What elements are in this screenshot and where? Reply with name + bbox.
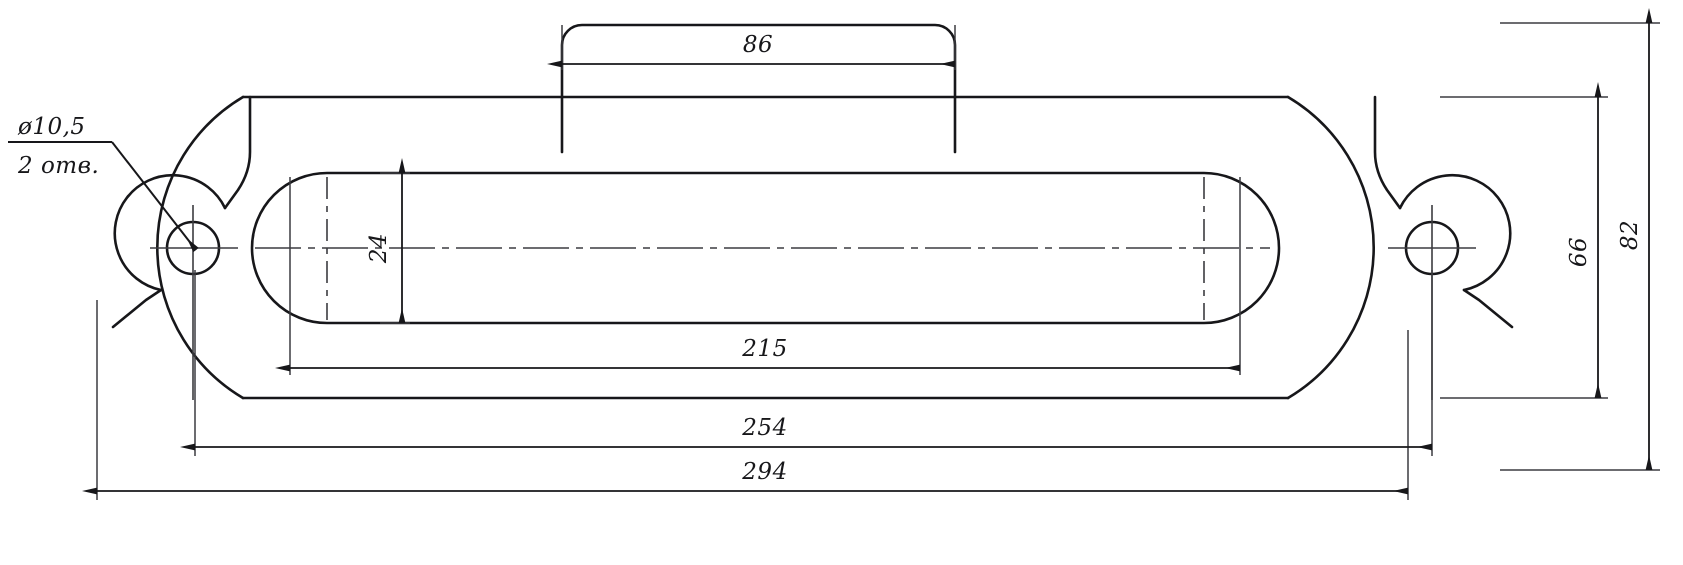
- hole-quantity-label: 2 отв.: [17, 153, 99, 179]
- top-boss-rectangle: [560, 23, 957, 154]
- dim-label-215: 215: [741, 336, 787, 362]
- left-notch-upper: [223, 95, 252, 210]
- dim-label-66: 66: [1566, 237, 1592, 267]
- hole-diameter-label: ø10,5: [17, 114, 86, 140]
- right-notch-upper: [1373, 95, 1402, 210]
- dim-label-82: 82: [1617, 220, 1643, 250]
- dim-label-24: 24: [366, 233, 392, 264]
- part-outline-group: [111, 23, 1514, 400]
- right-end-outer-arc: [1286, 95, 1375, 400]
- right-notch-lower: [1462, 288, 1514, 329]
- left-boss-circle: [113, 173, 227, 292]
- callout-leader-line: [111, 141, 199, 253]
- dim-label-294: 294: [741, 459, 787, 485]
- dim-label-254: 254: [741, 415, 787, 441]
- center-lines-group: [150, 177, 1476, 400]
- dim-label-86: 86: [743, 32, 773, 58]
- left-notch-lower: [111, 288, 163, 329]
- extension-lines-group: [96, 22, 1660, 500]
- hole-callout-leader-group: [8, 141, 199, 253]
- dimension-lines-group: [82, 8, 1653, 495]
- center-slot-outline: [250, 171, 1281, 325]
- right-boss-circle: [1398, 173, 1512, 292]
